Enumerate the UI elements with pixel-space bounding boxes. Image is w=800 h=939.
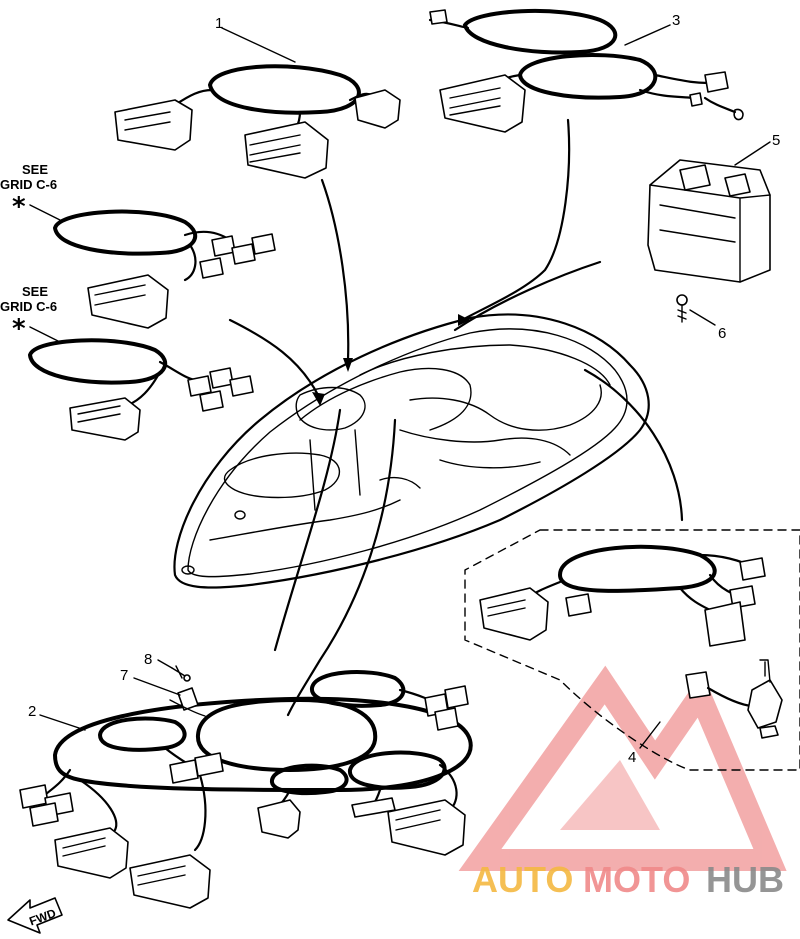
callout-1: 1: [215, 15, 223, 32]
see-label-b: SEE: [22, 284, 48, 299]
sensor-4: [685, 659, 783, 739]
harness-3-terminals: [429, 9, 703, 107]
callout-5: 5: [772, 132, 780, 149]
harness-b-connector: [69, 397, 141, 441]
harness-2: 2 7 8: [19, 651, 473, 909]
harness-4-plugs: [565, 557, 766, 647]
grid-label-a: GRID C-6: [0, 177, 57, 192]
harness-2-small-connector: [257, 799, 301, 839]
callout-2: 2: [28, 703, 36, 720]
clamp-7: [169, 687, 206, 717]
harness-3: 3: [428, 8, 744, 133]
watermark-hub: HUB: [706, 859, 784, 900]
harness-1: 1: [114, 15, 401, 179]
callout-8: 8: [144, 651, 152, 668]
harness-2-plug-upper-right: [424, 685, 469, 731]
harness-2-connector-bottom-right: [387, 799, 466, 856]
harness-4-connector: [479, 587, 549, 641]
forward-direction-arrow: FWD: [7, 897, 63, 934]
harness-1-connector-left: [114, 99, 193, 151]
callout-3: 3: [672, 12, 680, 29]
harness-2-connector-bottom-mid: [129, 854, 211, 909]
battery-5: 5: [647, 132, 780, 283]
asterisk-b: *: [12, 314, 26, 344]
grid-reference-harness-a: SEE GRID C-6 *: [0, 162, 276, 329]
watermark-text: AUTO MOTO HUB: [472, 859, 784, 900]
harness-1-connector-mid: [244, 121, 329, 179]
harness-2-connector-bottom-left: [54, 827, 129, 879]
harness-4: 4: [464, 529, 800, 771]
watermark-logo: [458, 665, 787, 871]
asterisk-a: *: [12, 192, 26, 222]
harness-b-plugs: [187, 367, 254, 412]
see-label-a: SEE: [22, 162, 48, 177]
screw-8: [171, 665, 191, 682]
harness-3-fuse: [703, 71, 744, 121]
assembly-arrows: [228, 118, 684, 717]
callout-7: 7: [120, 667, 128, 684]
harness-a-connector: [87, 274, 169, 329]
harness-a-plugs: [199, 233, 276, 279]
harness-3-connector: [439, 74, 526, 133]
harness-2-plug-left: [19, 784, 74, 827]
watermark-auto: AUTO: [472, 859, 573, 900]
callout-4: 4: [628, 749, 636, 766]
boat-hull: [173, 313, 650, 589]
harness-2-plug-mid: [169, 752, 224, 784]
harness-1-connector-right: [354, 89, 401, 129]
grid-label-b: GRID C-6: [0, 299, 57, 314]
grid-reference-harness-b: SEE GRID C-6 *: [0, 284, 254, 441]
callout-6: 6: [718, 325, 726, 342]
watermark-moto: MOTO: [583, 859, 690, 900]
screw-6: 6: [676, 294, 726, 342]
